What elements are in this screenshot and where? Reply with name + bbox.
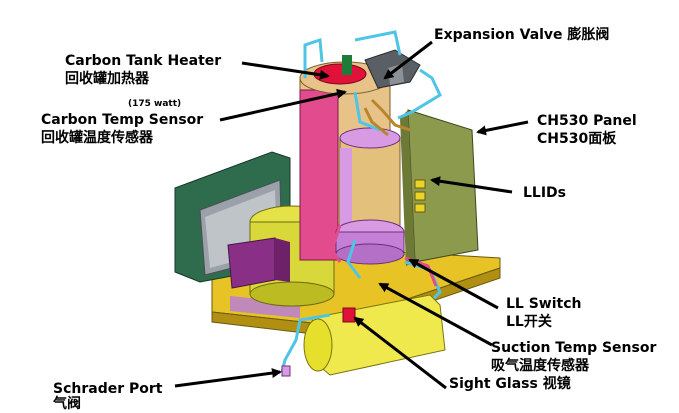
sight-glass-fitting: [342, 307, 356, 323]
expansion-valve-label: Expansion Valve 膨胀阀: [434, 27, 610, 43]
carbon-tank-heater-cn-label: 回收罐加热器: [65, 71, 149, 87]
schrader-port-fitting: [281, 365, 291, 377]
suction-temp-sensor-label: Suction Temp Sensor: [491, 340, 657, 356]
heater-wattage-label: (175 watt): [128, 99, 182, 109]
carbon-temp-sensor-cn-label: 回收罐温度传感器: [41, 130, 153, 146]
arrow-expansion-valve: [383, 40, 433, 80]
carbon-tank-heater-label: Carbon Tank Heater: [65, 53, 222, 69]
ch530-panel-label: CH530 Panel: [537, 113, 637, 129]
arrow-llids: [430, 176, 513, 194]
arrow-ch530-panel: [476, 120, 529, 136]
carbon-temp-sensor-label: Carbon Temp Sensor: [41, 112, 204, 128]
copper-piping: [363, 98, 411, 137]
arrow-suction-temp-sensor: [378, 282, 493, 347]
arrow-sight-glass: [353, 316, 447, 390]
arrow-carbon-temp-sensor: [219, 88, 347, 122]
ch530-panel-body: [400, 109, 479, 266]
ll-switch-label: LL Switch: [506, 296, 582, 312]
arrow-carbon-tank-heater: [241, 61, 330, 80]
schrader-port-label: Schrader Port: [53, 381, 163, 397]
ch530-panel-cn-label: CH530面板: [537, 131, 617, 147]
accumulator: [335, 127, 405, 265]
sight-glass-label: Sight Glass 视镜: [449, 376, 571, 392]
ll-switch-cn-label: LL开关: [506, 314, 552, 330]
suction-temp-sensor-cn-label: 吸气温度传感器: [491, 358, 589, 374]
arrow-ll-switch: [408, 258, 499, 310]
llids-label: LLIDs: [523, 185, 567, 201]
arrow-schrader-port: [174, 368, 282, 388]
callout-arrows: [174, 40, 529, 390]
